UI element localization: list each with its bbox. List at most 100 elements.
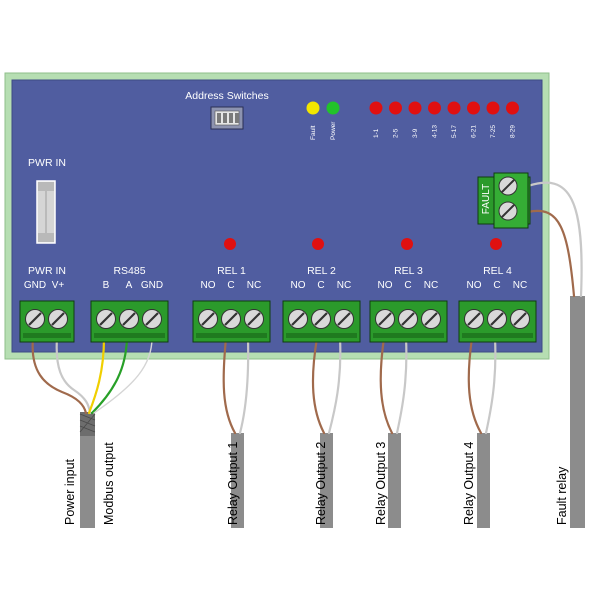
relay-output-3-cable [388,433,401,528]
address-led-8: 8-29 [506,101,519,138]
cable-label-relay-output-3: Relay Output 3 [374,442,388,525]
dip-switch[interactable] [210,106,244,130]
pin-label: GND [141,280,163,291]
relay-indicator-leds [224,238,502,250]
rs485-a-wire [90,336,129,415]
cable-label-relay-output-2: Relay Output 2 [314,442,328,525]
terminal-base-strip [462,333,533,338]
terminal-block-title: RS485 [113,265,145,277]
relay-4-c-wire [484,336,497,435]
pin-label: C [404,280,411,291]
pin-label: C [317,280,324,291]
address-led-label: 6-21 [471,125,478,138]
terminal-screw[interactable] [398,309,418,329]
pin-label: GND [24,280,46,291]
pin-label: B [103,280,110,291]
power-input-cable [80,435,95,528]
terminal-screw[interactable] [311,309,331,329]
cable-label-fault-relay: Fault relay [555,466,569,525]
wires [31,181,583,435]
terminal-screw[interactable] [48,309,68,329]
fault-terminal[interactable]: FAULT [477,172,531,229]
pin-label: NO [201,280,216,291]
address-switches-label: Address Switches [185,90,268,102]
terminal-base-strip [23,333,71,338]
address-led-label: 1-1 [373,128,380,138]
address-led-dot [486,101,500,115]
pin-label: C [493,280,500,291]
terminal-screw[interactable] [375,309,395,329]
terminal-screw[interactable] [25,309,45,329]
relay-4-led [490,238,502,250]
pin-label: NC [513,280,527,291]
terminal-screw[interactable] [198,309,218,329]
terminal-screw[interactable] [288,309,308,329]
cable-label-power-input: Power input [63,458,77,525]
terminal-screw[interactable] [96,309,116,329]
status-led-dot [326,101,340,115]
terminal-screw[interactable] [334,309,354,329]
address-led-label: 3-9 [412,128,419,138]
address-led-dot [428,101,441,115]
relay-1-led [224,238,236,250]
address-led-6: 6-21 [467,101,480,138]
pin-label: NC [424,280,438,291]
address-led-dot [467,101,480,115]
pin-label: NO [378,280,393,291]
relay-1-c-wire [222,336,237,435]
address-led-label: 7-25 [490,125,497,138]
pin-label: C [227,280,234,291]
address-led-5: 5-17 [447,101,461,138]
relay-3-led [401,238,413,250]
fault-screw-1[interactable] [498,176,518,196]
address-led-label: 8-29 [510,125,517,138]
terminal-block-title: REL 2 [307,265,336,277]
pin-label: NO [467,280,482,291]
relay-3-no-wire [379,336,394,435]
rs485-gnd-wire [93,337,153,414]
cable-label-relay-output-1: Relay Output 1 [226,442,240,525]
relay-output-1-cable [231,433,244,528]
fault-terminal-label: FAULT [481,184,492,214]
terminal-block-rel-3[interactable]: REL 3NO C NC [369,265,448,343]
terminal-screw[interactable] [119,309,139,329]
pwr-in-fuse-label: PWR IN [28,157,66,169]
address-led-dot [389,101,402,115]
terminal-base-strip [196,333,267,338]
relay-output-2-cable [320,433,333,528]
dip-lever[interactable] [229,113,233,123]
terminal-screw[interactable] [142,309,162,329]
status-led-dot [306,101,320,115]
dip-lever[interactable] [235,113,239,123]
pin-label: A [126,280,133,291]
dip-lever[interactable] [223,113,227,123]
address-led-7: 7-25 [486,101,500,138]
terminal-screw[interactable] [244,309,264,329]
terminal-base-strip [373,333,444,338]
terminal-screw[interactable] [510,309,530,329]
relay-output-4-cable [477,433,490,528]
pin-label: V+ [52,280,65,291]
terminal-screw[interactable] [421,309,441,329]
terminal-block-title: REL 3 [394,265,423,277]
address-led-label: 2-5 [393,128,400,138]
address-led-label: 5-17 [451,125,458,138]
pin-label: NO [291,280,306,291]
address-led-4: 4-13 [428,101,441,138]
pin-label: NC [247,280,261,291]
terminal-screw[interactable] [221,309,241,329]
dip-lever[interactable] [217,113,221,123]
terminal-screw[interactable] [464,309,484,329]
address-led-label: 4-13 [432,125,439,138]
rs485-b-wire [87,336,106,415]
terminal-screw[interactable] [487,309,507,329]
fuse [36,180,56,244]
fault-relay-cable [570,296,585,528]
fault-screw-2[interactable] [498,201,518,221]
